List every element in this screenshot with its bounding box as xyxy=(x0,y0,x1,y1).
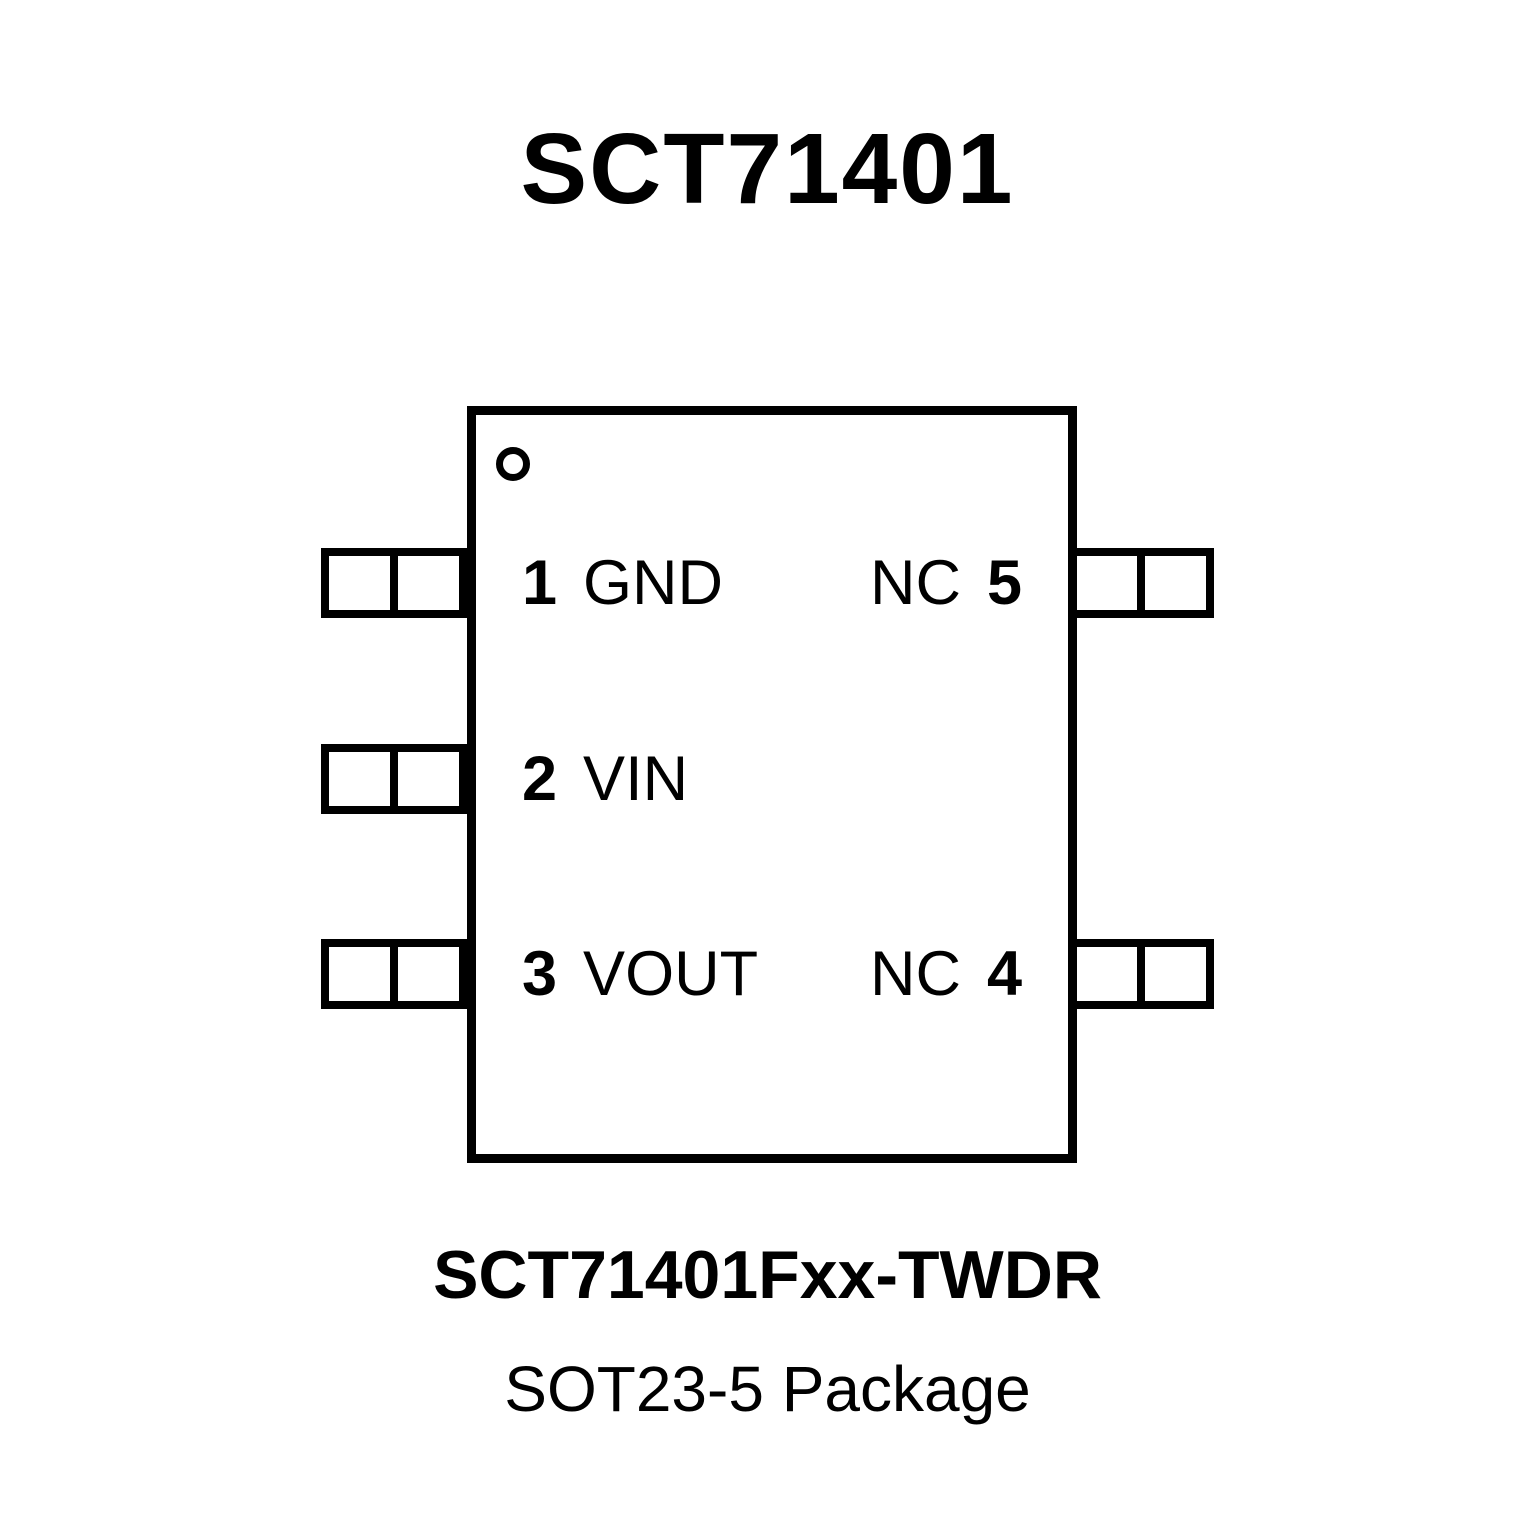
pin-label: VIN xyxy=(583,744,689,814)
package-type-label: SOT23-5 Package xyxy=(504,1353,1031,1425)
pad-divider xyxy=(390,556,398,610)
pin-5-group: NC 5 xyxy=(870,547,1022,619)
pin-label: NC xyxy=(869,939,961,1009)
pin-number: 2 xyxy=(522,744,558,814)
ic-package-body xyxy=(467,406,1077,1163)
pad-divider xyxy=(390,752,398,806)
pin-2-group: 2 VIN xyxy=(522,743,688,815)
pin-3-group: 3 VOUT xyxy=(522,938,758,1010)
pin-label: GND xyxy=(583,548,724,618)
pin-number: 1 xyxy=(522,548,558,618)
chip-title: SCT71401 xyxy=(520,113,1015,225)
pin-pad-left-2 xyxy=(321,744,467,814)
pin1-indicator-dot xyxy=(496,447,530,481)
pin-4-group: NC 4 xyxy=(870,938,1022,1010)
pin-1-group: 1 GND xyxy=(522,547,723,619)
pin-row-3: 3 VOUT NC 4 xyxy=(476,939,1068,1009)
pin-pad-right-4 xyxy=(1068,939,1214,1009)
pin-label: VOUT xyxy=(583,939,759,1009)
pin-row-1: 1 GND NC 5 xyxy=(476,548,1068,618)
pad-divider xyxy=(1137,947,1145,1001)
pin-pad-left-1 xyxy=(321,548,467,618)
pin-label: NC xyxy=(869,548,961,618)
pin-number: 3 xyxy=(522,939,558,1009)
pad-divider xyxy=(1137,556,1145,610)
part-number-label: SCT71401Fxx-TWDR xyxy=(433,1237,1102,1313)
pin-pad-right-5 xyxy=(1068,548,1214,618)
pin-pad-left-3 xyxy=(321,939,467,1009)
pad-divider xyxy=(390,947,398,1001)
pin-row-2: 2 VIN xyxy=(476,744,1068,814)
pin-number: 4 xyxy=(986,939,1022,1009)
pin-number: 5 xyxy=(986,548,1022,618)
